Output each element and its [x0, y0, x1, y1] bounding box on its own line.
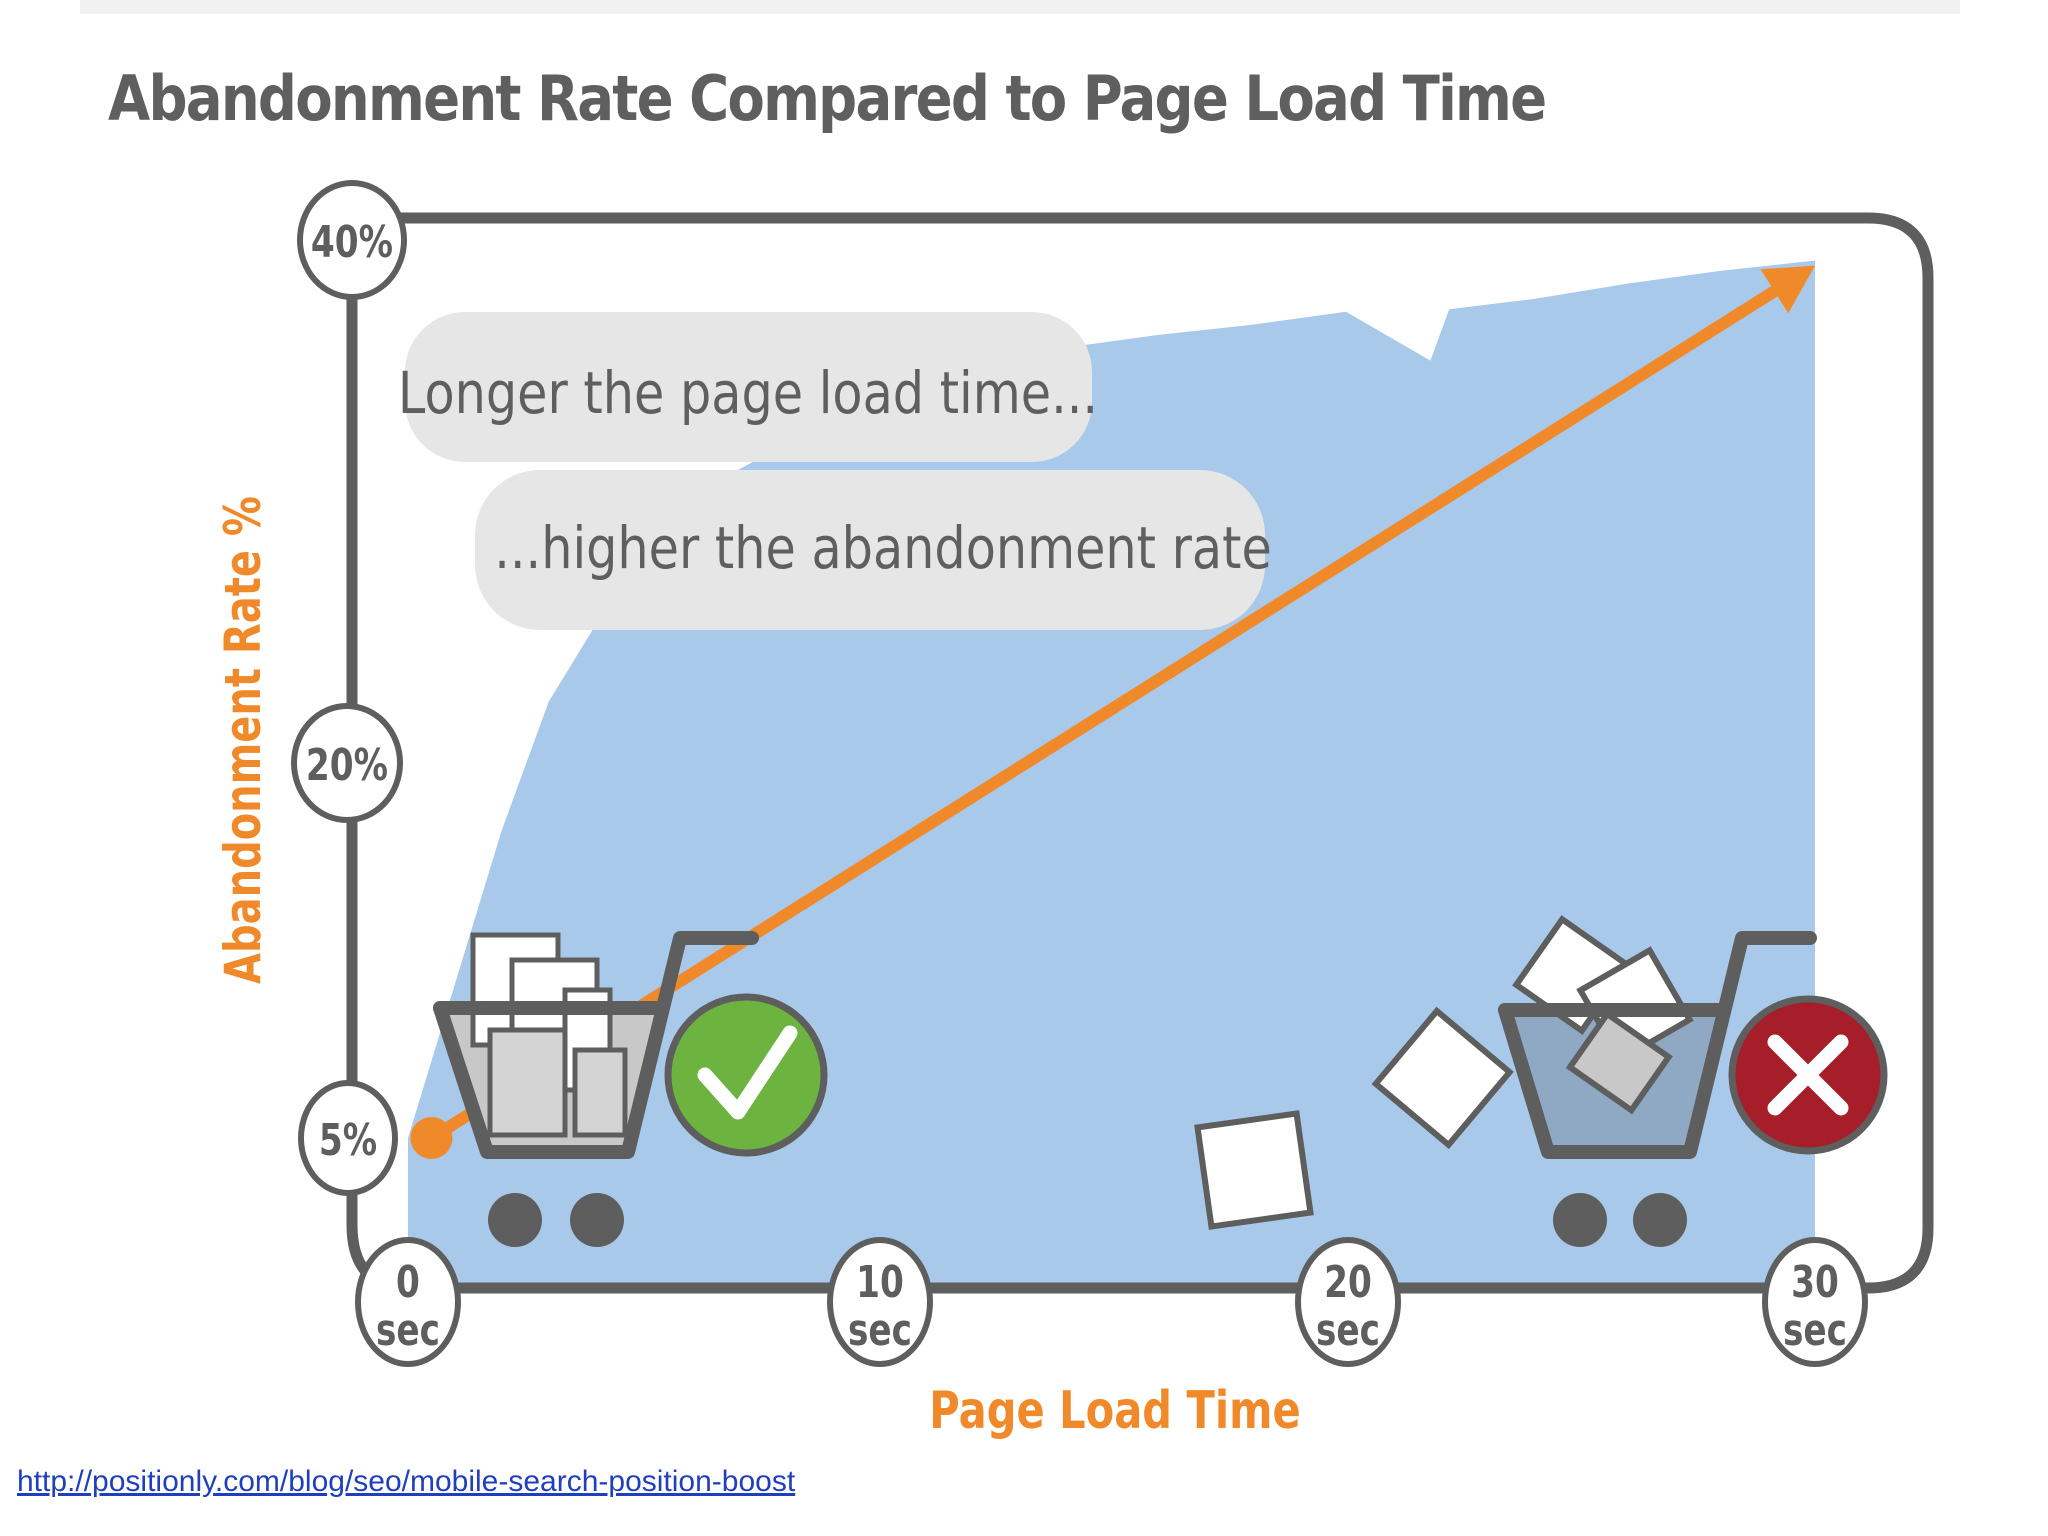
- y-tick-label: 40%: [311, 217, 393, 268]
- source-link[interactable]: http://positionly.com/blog/seo/mobile-se…: [17, 1465, 796, 1498]
- cart-spilling-icon: [1498, 915, 1817, 1247]
- x-tick-badge: 20 sec: [1295, 1237, 1401, 1367]
- x-tick-value: 10: [856, 1257, 904, 1308]
- arrow-head-icon: [1760, 265, 1815, 314]
- callout-bubble-1: Longer the page load time...: [398, 312, 1098, 462]
- x-tick-unit: sec: [1783, 1305, 1847, 1356]
- x-tick-unit: sec: [376, 1305, 440, 1356]
- callout-bubble-2: ...higher the abandonment rate: [475, 470, 1272, 630]
- callout-text-1: Longer the page load time...: [398, 359, 1098, 427]
- y-tick-label: 20%: [306, 740, 388, 791]
- y-tick-badge: 5%: [298, 1080, 398, 1196]
- x-tick-badge: 0 sec: [355, 1237, 461, 1367]
- y-tick-label: 5%: [319, 1115, 377, 1166]
- x-axis-label: Page Load Time: [929, 1381, 1300, 1442]
- chart-title: Abandonment Rate Compared to Page Load T…: [108, 62, 1547, 135]
- x-tick-value: 20: [1324, 1257, 1372, 1308]
- x-tick-badge: 30 sec: [1762, 1237, 1868, 1367]
- cross-icon: [1728, 995, 1888, 1155]
- falling-item-icon: [1371, 1006, 1514, 1150]
- callout-text-2: ...higher the abandonment rate: [494, 514, 1272, 582]
- falling-item-icon: [1194, 1110, 1314, 1230]
- start-point-marker: [410, 1117, 453, 1159]
- trend-arrow: [410, 265, 1815, 1159]
- y-tick-badge: 20%: [291, 703, 403, 823]
- y-tick-badge: 40%: [297, 180, 407, 300]
- x-tick-unit: sec: [848, 1305, 912, 1356]
- x-tick-badge: 10 sec: [827, 1237, 933, 1367]
- cart-full-icon: [433, 931, 759, 1247]
- trend-line: [425, 285, 1781, 1144]
- x-tick-value: 30: [1791, 1257, 1839, 1308]
- x-tick-value: 0: [396, 1257, 420, 1308]
- top-divider-bar: [80, 0, 1960, 14]
- x-tick-unit: sec: [1316, 1305, 1380, 1356]
- check-icon: [664, 993, 828, 1157]
- y-axis-label: Abandonment Rate %: [214, 496, 273, 984]
